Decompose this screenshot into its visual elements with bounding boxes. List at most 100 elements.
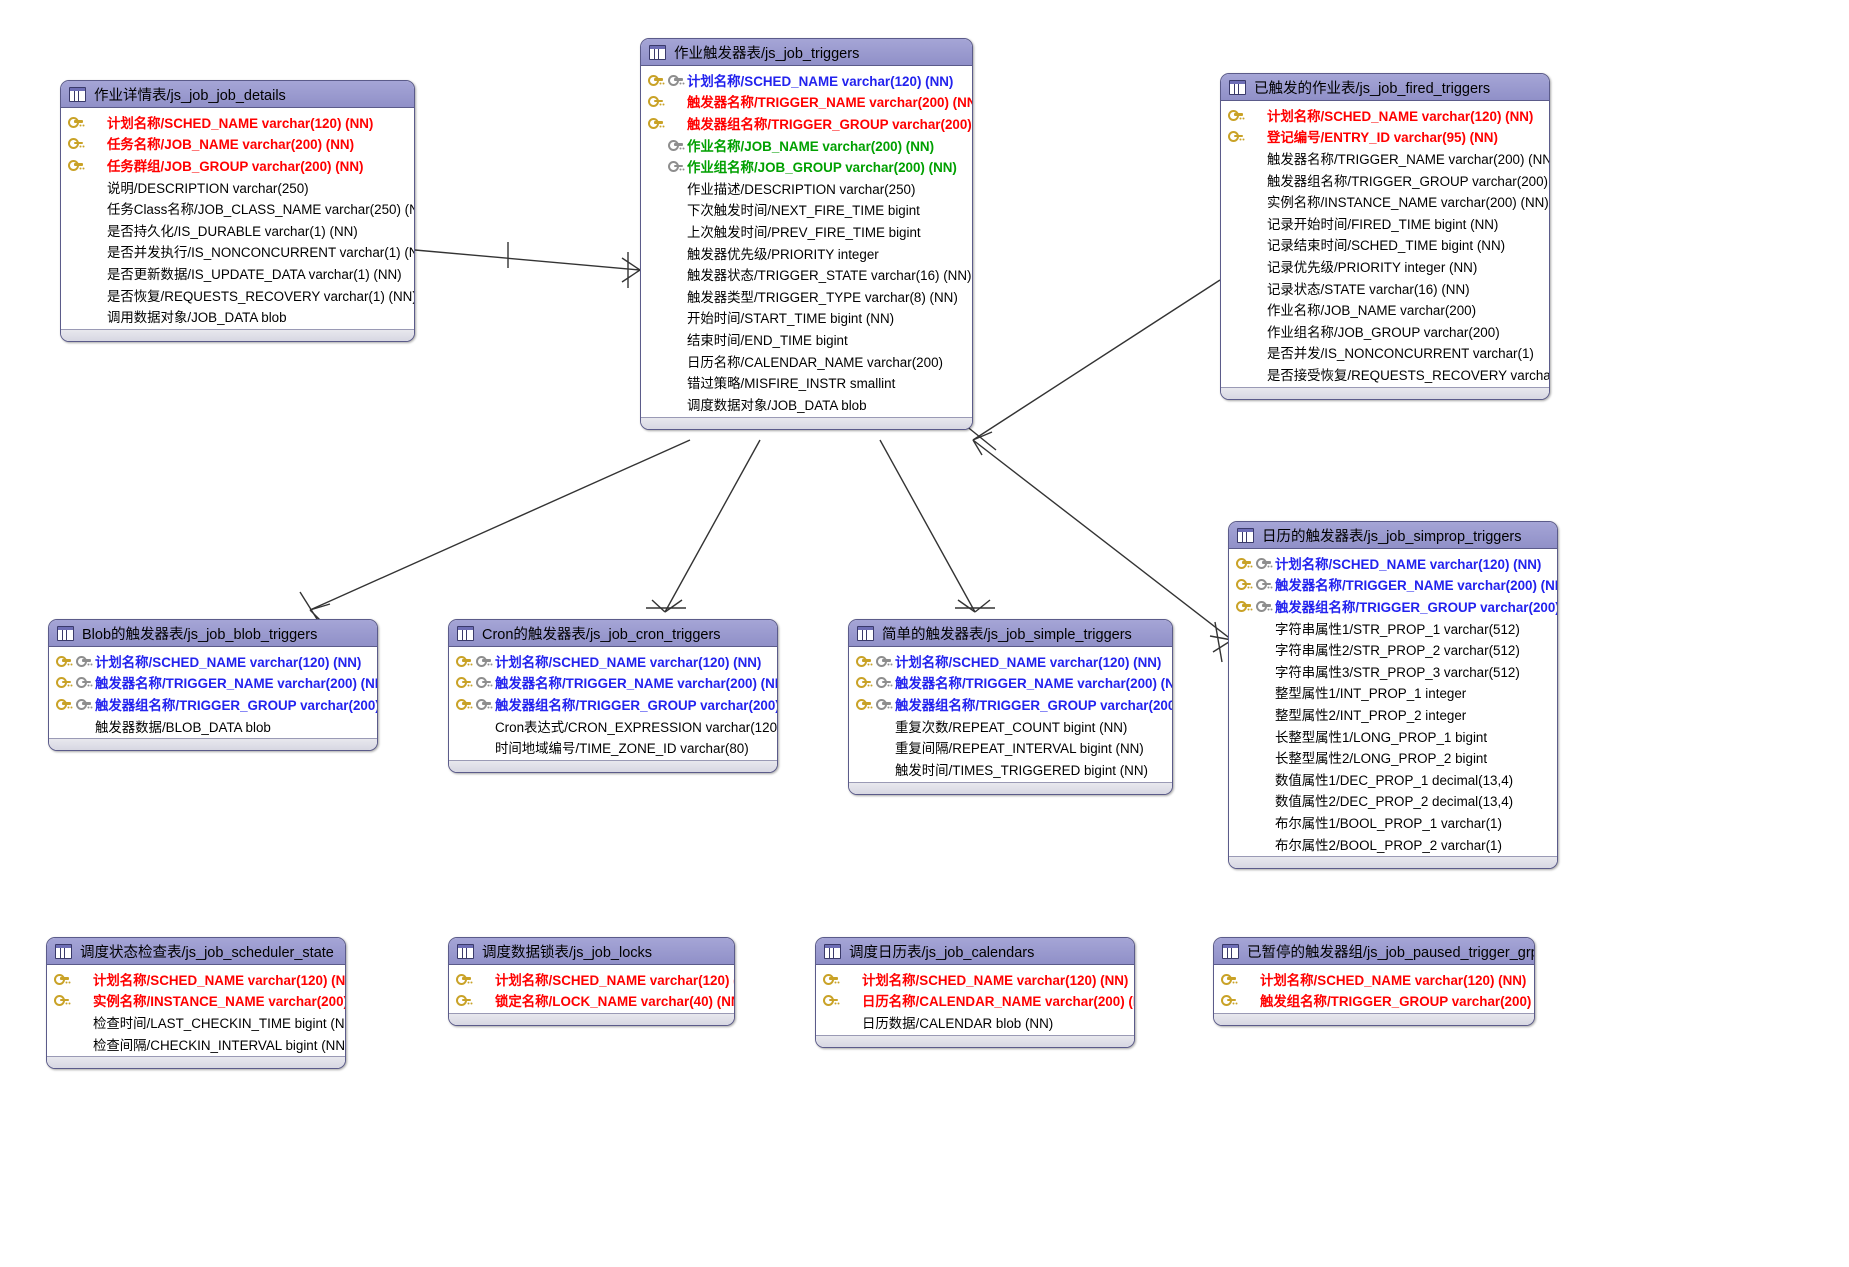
- entity-header-simple_triggers[interactable]: 简单的触发器表/js_job_simple_triggers: [849, 620, 1172, 647]
- column-row[interactable]: 是否并发执行/IS_NONCONCURRENT varchar(1) (NN): [61, 241, 414, 263]
- column-row[interactable]: 作业名称/JOB_NAME varchar(200): [1221, 298, 1549, 320]
- column-row[interactable]: 记录状态/STATE varchar(16) (NN): [1221, 277, 1549, 299]
- column-row[interactable]: 计划名称/SCHED_NAME varchar(120) (NN): [1214, 968, 1534, 990]
- entity-header-paused_trigger_grps[interactable]: 已暂停的触发器组/js_job_paused_trigger_grps: [1214, 938, 1534, 965]
- column-row[interactable]: 字符串属性2/STR_PROP_2 varchar(512): [1229, 638, 1557, 660]
- column-row[interactable]: 触发器名称/TRIGGER_NAME varchar(200) (NN): [49, 672, 377, 694]
- column-row[interactable]: 计划名称/SCHED_NAME varchar(120) (NN): [61, 111, 414, 133]
- column-row[interactable]: 计划名称/SCHED_NAME varchar(120) (NN): [47, 968, 345, 990]
- column-row[interactable]: 检查间隔/CHECKIN_INTERVAL bigint (NN): [47, 1033, 345, 1055]
- entity-blob_triggers[interactable]: Blob的触发器表/js_job_blob_triggers 计划名称/SCHED…: [48, 619, 378, 752]
- column-row[interactable]: 登记编号/ENTRY_ID varchar(95) (NN): [1221, 126, 1549, 148]
- column-row[interactable]: 触发器组名称/TRIGGER_GROUP varchar(200) (NN): [449, 693, 777, 715]
- column-row[interactable]: 重复次数/REPEAT_COUNT bigint (NN): [849, 715, 1172, 737]
- column-row[interactable]: 开始时间/START_TIME bigint (NN): [641, 307, 972, 329]
- column-row[interactable]: 是否持久化/IS_DURABLE varchar(1) (NN): [61, 219, 414, 241]
- column-row[interactable]: 下次触发时间/NEXT_FIRE_TIME bigint: [641, 199, 972, 221]
- column-row[interactable]: 是否更新数据/IS_UPDATE_DATA varchar(1) (NN): [61, 262, 414, 284]
- column-row[interactable]: 触发器组名称/TRIGGER_GROUP varchar(200) (NN): [1221, 169, 1549, 191]
- entity-header-locks[interactable]: 调度数据锁表/js_job_locks: [449, 938, 734, 965]
- entity-simple_triggers[interactable]: 简单的触发器表/js_job_simple_triggers 计划名称/SCHED…: [848, 619, 1173, 795]
- entity-cron_triggers[interactable]: Cron的触发器表/js_job_cron_triggers 计划名称/SCHED…: [448, 619, 778, 773]
- column-row[interactable]: 日历名称/CALENDAR_NAME varchar(200) (NN): [816, 990, 1134, 1012]
- column-row[interactable]: 计划名称/SCHED_NAME varchar(120) (NN): [1229, 552, 1557, 574]
- column-row[interactable]: 结束时间/END_TIME bigint: [641, 328, 972, 350]
- column-row[interactable]: 是否恢复/REQUESTS_RECOVERY varchar(1) (NN): [61, 284, 414, 306]
- column-row[interactable]: 布尔属性1/BOOL_PROP_1 varchar(1): [1229, 811, 1557, 833]
- column-row[interactable]: 重复间隔/REPEAT_INTERVAL bigint (NN): [849, 736, 1172, 758]
- column-row[interactable]: 时间地域编号/TIME_ZONE_ID varchar(80): [449, 736, 777, 758]
- column-row[interactable]: 触发器类型/TRIGGER_TYPE varchar(8) (NN): [641, 285, 972, 307]
- entity-header-job_details[interactable]: 作业详情表/js_job_job_details: [61, 81, 414, 108]
- column-row[interactable]: 数值属性1/DEC_PROP_1 decimal(13,4): [1229, 768, 1557, 790]
- column-row[interactable]: 记录开始时间/FIRED_TIME bigint (NN): [1221, 212, 1549, 234]
- column-row[interactable]: 任务群组/JOB_GROUP varchar(200) (NN): [61, 154, 414, 176]
- column-row[interactable]: 触发器状态/TRIGGER_STATE varchar(16) (NN): [641, 263, 972, 285]
- column-row[interactable]: 触发器优先级/PRIORITY integer: [641, 242, 972, 264]
- column-row[interactable]: 计划名称/SCHED_NAME varchar(120) (NN): [1221, 104, 1549, 126]
- column-row[interactable]: 说明/DESCRIPTION varchar(250): [61, 176, 414, 198]
- column-row[interactable]: 调度数据对象/JOB_DATA blob: [641, 393, 972, 415]
- entity-header-triggers[interactable]: 作业触发器表/js_job_triggers: [641, 39, 972, 66]
- entity-header-blob_triggers[interactable]: Blob的触发器表/js_job_blob_triggers: [49, 620, 377, 647]
- entity-scheduler_state[interactable]: 调度状态检查表/js_job_scheduler_state 计划名称/SCHED…: [46, 937, 346, 1070]
- column-row[interactable]: 长整型属性1/LONG_PROP_1 bigint: [1229, 725, 1557, 747]
- column-row[interactable]: 字符串属性3/STR_PROP_3 varchar(512): [1229, 660, 1557, 682]
- column-row[interactable]: 触发器组名称/TRIGGER_GROUP varchar(200) (NN): [1229, 595, 1557, 617]
- column-row[interactable]: 实例名称/INSTANCE_NAME varchar(200) (NN): [47, 990, 345, 1012]
- column-row[interactable]: 整型属性1/INT_PROP_1 integer: [1229, 682, 1557, 704]
- column-row[interactable]: 计划名称/SCHED_NAME varchar(120) (NN): [849, 650, 1172, 672]
- entity-paused_trigger_grps[interactable]: 已暂停的触发器组/js_job_paused_trigger_grps 计划名称/…: [1213, 937, 1535, 1027]
- column-row[interactable]: 整型属性2/INT_PROP_2 integer: [1229, 703, 1557, 725]
- column-row[interactable]: 作业组名称/JOB_GROUP varchar(200) (NN): [641, 155, 972, 177]
- entity-header-scheduler_state[interactable]: 调度状态检查表/js_job_scheduler_state: [47, 938, 345, 965]
- column-row[interactable]: 任务名称/JOB_NAME varchar(200) (NN): [61, 133, 414, 155]
- column-row[interactable]: 记录结束时间/SCHED_TIME bigint (NN): [1221, 234, 1549, 256]
- column-row[interactable]: 作业描述/DESCRIPTION varchar(250): [641, 177, 972, 199]
- entity-simprop_triggers[interactable]: 日历的触发器表/js_job_simprop_triggers 计划名称/SCHE…: [1228, 521, 1558, 870]
- entity-header-fired_triggers[interactable]: 已触发的作业表/js_job_fired_triggers: [1221, 74, 1549, 101]
- entity-header-simprop_triggers[interactable]: 日历的触发器表/js_job_simprop_triggers: [1229, 522, 1557, 549]
- entity-triggers[interactable]: 作业触发器表/js_job_triggers 计划名称/SCHED_NAME va…: [640, 38, 973, 430]
- column-row[interactable]: 触发器组名称/TRIGGER_GROUP varchar(200) (NN): [849, 693, 1172, 715]
- column-row[interactable]: 作业组名称/JOB_GROUP varchar(200): [1221, 320, 1549, 342]
- column-row[interactable]: 触发器名称/TRIGGER_NAME varchar(200) (NN): [849, 672, 1172, 694]
- entity-job_details[interactable]: 作业详情表/js_job_job_details 计划名称/SCHED_NAME …: [60, 80, 415, 342]
- column-row[interactable]: 检查时间/LAST_CHECKIN_TIME bigint (NN): [47, 1011, 345, 1033]
- column-row[interactable]: 是否并发/IS_NONCONCURRENT varchar(1): [1221, 342, 1549, 364]
- column-row[interactable]: 触发器名称/TRIGGER_NAME varchar(200) (NN): [641, 91, 972, 113]
- column-row[interactable]: 日历数据/CALENDAR blob (NN): [816, 1011, 1134, 1033]
- column-row[interactable]: 触发器组名称/TRIGGER_GROUP varchar(200) (NN): [641, 112, 972, 134]
- column-row[interactable]: 错过策略/MISFIRE_INSTR smallint: [641, 371, 972, 393]
- column-row[interactable]: 作业名称/JOB_NAME varchar(200) (NN): [641, 134, 972, 156]
- column-row[interactable]: 调用数据对象/JOB_DATA blob: [61, 305, 414, 327]
- column-row[interactable]: 计划名称/SCHED_NAME varchar(120) (NN): [49, 650, 377, 672]
- column-row[interactable]: 触发器数据/BLOB_DATA blob: [49, 715, 377, 737]
- column-row[interactable]: 计划名称/SCHED_NAME varchar(120) (NN): [449, 650, 777, 672]
- column-row[interactable]: 记录优先级/PRIORITY integer (NN): [1221, 255, 1549, 277]
- column-row[interactable]: 计划名称/SCHED_NAME varchar(120) (NN): [816, 968, 1134, 990]
- column-row[interactable]: 日历名称/CALENDAR_NAME varchar(200): [641, 350, 972, 372]
- entity-locks[interactable]: 调度数据锁表/js_job_locks 计划名称/SCHED_NAME varch…: [448, 937, 735, 1027]
- column-row[interactable]: 数值属性2/DEC_PROP_2 decimal(13,4): [1229, 790, 1557, 812]
- column-row[interactable]: 触发器组名称/TRIGGER_GROUP varchar(200) (NN): [49, 693, 377, 715]
- entity-header-calendars[interactable]: 调度日历表/js_job_calendars: [816, 938, 1134, 965]
- column-row[interactable]: 是否接受恢复/REQUESTS_RECOVERY varchar(1): [1221, 363, 1549, 385]
- column-row[interactable]: 锁定名称/LOCK_NAME varchar(40) (NN): [449, 990, 734, 1012]
- entity-calendars[interactable]: 调度日历表/js_job_calendars 计划名称/SCHED_NAME va…: [815, 937, 1135, 1048]
- column-row[interactable]: 字符串属性1/STR_PROP_1 varchar(512): [1229, 617, 1557, 639]
- column-row[interactable]: 触发器名称/TRIGGER_NAME varchar(200) (NN): [1229, 574, 1557, 596]
- column-row[interactable]: 计划名称/SCHED_NAME varchar(120) (NN): [641, 69, 972, 91]
- column-row[interactable]: 实例名称/INSTANCE_NAME varchar(200) (NN): [1221, 190, 1549, 212]
- column-row[interactable]: 触发组名称/TRIGGER_GROUP varchar(200) (NN): [1214, 990, 1534, 1012]
- column-row[interactable]: 触发时间/TIMES_TRIGGERED bigint (NN): [849, 758, 1172, 780]
- entity-fired_triggers[interactable]: 已触发的作业表/js_job_fired_triggers 计划名称/SCHED_…: [1220, 73, 1550, 400]
- column-row[interactable]: 任务Class名称/JOB_CLASS_NAME varchar(250) (N…: [61, 197, 414, 219]
- column-row[interactable]: 布尔属性2/BOOL_PROP_2 varchar(1): [1229, 833, 1557, 855]
- entity-header-cron_triggers[interactable]: Cron的触发器表/js_job_cron_triggers: [449, 620, 777, 647]
- column-row[interactable]: 计划名称/SCHED_NAME varchar(120) (NN): [449, 968, 734, 990]
- column-row[interactable]: 长整型属性2/LONG_PROP_2 bigint: [1229, 746, 1557, 768]
- column-row[interactable]: 触发器名称/TRIGGER_NAME varchar(200) (NN): [449, 672, 777, 694]
- column-row[interactable]: 上次触发时间/PREV_FIRE_TIME bigint: [641, 220, 972, 242]
- column-row[interactable]: 触发器名称/TRIGGER_NAME varchar(200) (NN): [1221, 147, 1549, 169]
